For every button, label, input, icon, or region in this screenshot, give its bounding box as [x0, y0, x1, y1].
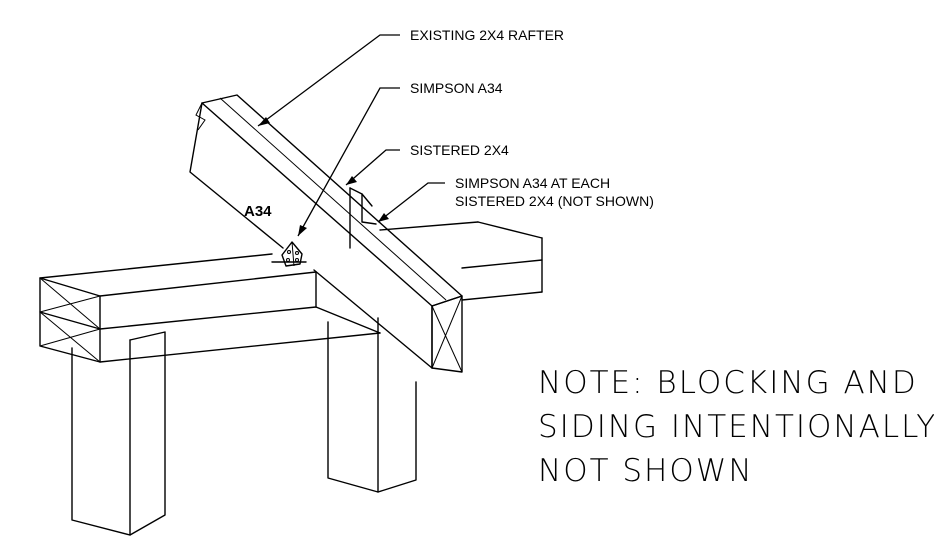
- callout-existing-rafter: EXISTING 2X4 RAFTER: [410, 27, 564, 43]
- connector-tag-a34: A34: [244, 203, 272, 220]
- note-line-3: NOT SHOWN: [538, 453, 754, 489]
- note-line-2: SIDING INTENTIONALLY: [538, 409, 934, 445]
- right-post: [327, 317, 417, 493]
- callout-simpson-a34-each-line1: SIMPSON A34 AT EACH: [455, 175, 610, 191]
- sistered-2x4: [349, 187, 377, 249]
- left-post: [71, 331, 166, 536]
- callout-sistered-2x4: SISTERED 2X4: [410, 142, 509, 158]
- note-line-1: NOTE: BLOCKING AND: [538, 365, 918, 401]
- callout-simpson-a34: SIMPSON A34: [410, 80, 503, 96]
- leader-lines: [257, 34, 445, 237]
- double-top-plate: [39, 221, 543, 363]
- simpson-a34-connector: [271, 241, 307, 267]
- existing-rafter: [189, 94, 463, 373]
- callout-simpson-a34-each-line2: SISTERED 2X4 (NOT SHOWN): [455, 193, 654, 209]
